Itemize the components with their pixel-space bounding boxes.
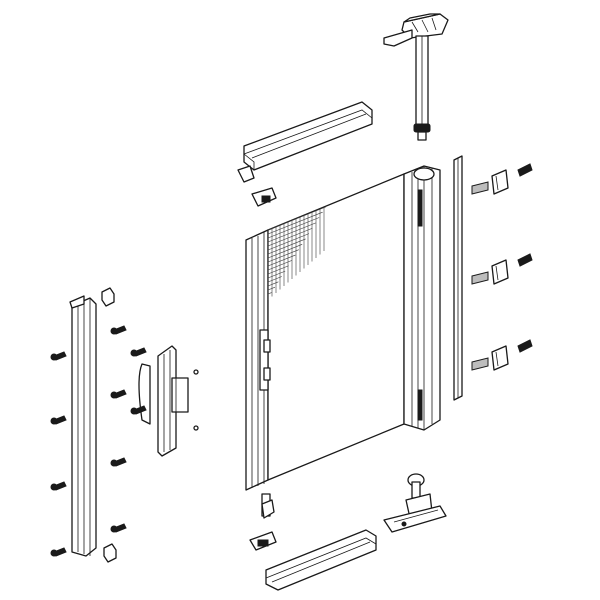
screw-head-icon: [110, 327, 118, 335]
mesh-line: [267, 227, 313, 247]
latch-small-part: [249, 493, 277, 551]
mesh-line: [267, 211, 323, 235]
left-side-rail-part: [69, 295, 97, 557]
mesh-line: [267, 270, 286, 279]
handle-latch-part: [138, 345, 199, 457]
mesh-line: [267, 265, 289, 275]
mesh-line: [267, 206, 327, 231]
mesh-line: [267, 281, 279, 287]
screw-head-icon: [50, 483, 58, 491]
screw-head-icon: [50, 417, 58, 425]
screw-head-icon: [50, 549, 58, 557]
mesh-line: [267, 249, 299, 263]
mesh-line: [267, 233, 310, 251]
mesh-line: [267, 260, 293, 271]
screw-head-icon: [130, 349, 138, 357]
screw-head-icon: [110, 459, 118, 467]
mesh-line: [267, 254, 296, 267]
main-vertical-profile-part: [403, 165, 441, 431]
top-rail-part: [237, 101, 373, 183]
screw-head-icon: [130, 407, 138, 415]
screw-head-icon: [110, 525, 118, 533]
mesh-line: [267, 276, 282, 283]
bottom-bracket-part: [383, 473, 447, 533]
mesh-line: [267, 222, 316, 243]
mesh-pattern: [267, 206, 327, 300]
mesh-screen-panel-part: [245, 173, 405, 491]
thin-strip-part: [453, 155, 463, 401]
mesh-line: [267, 292, 272, 295]
mesh-line: [267, 286, 276, 291]
screw-head-icon: [50, 353, 58, 361]
screw-part: [50, 325, 147, 557]
bottom-rail-part: [265, 529, 377, 591]
mesh-line: [267, 244, 303, 259]
mesh-line: [267, 238, 306, 255]
mesh-line: [267, 217, 320, 239]
cap-part: [251, 187, 277, 207]
top-pivot-bracket-part: [383, 13, 449, 141]
cap-part: [101, 287, 117, 563]
screw-head-icon: [110, 391, 118, 399]
clip-bracket-part: [471, 163, 533, 371]
